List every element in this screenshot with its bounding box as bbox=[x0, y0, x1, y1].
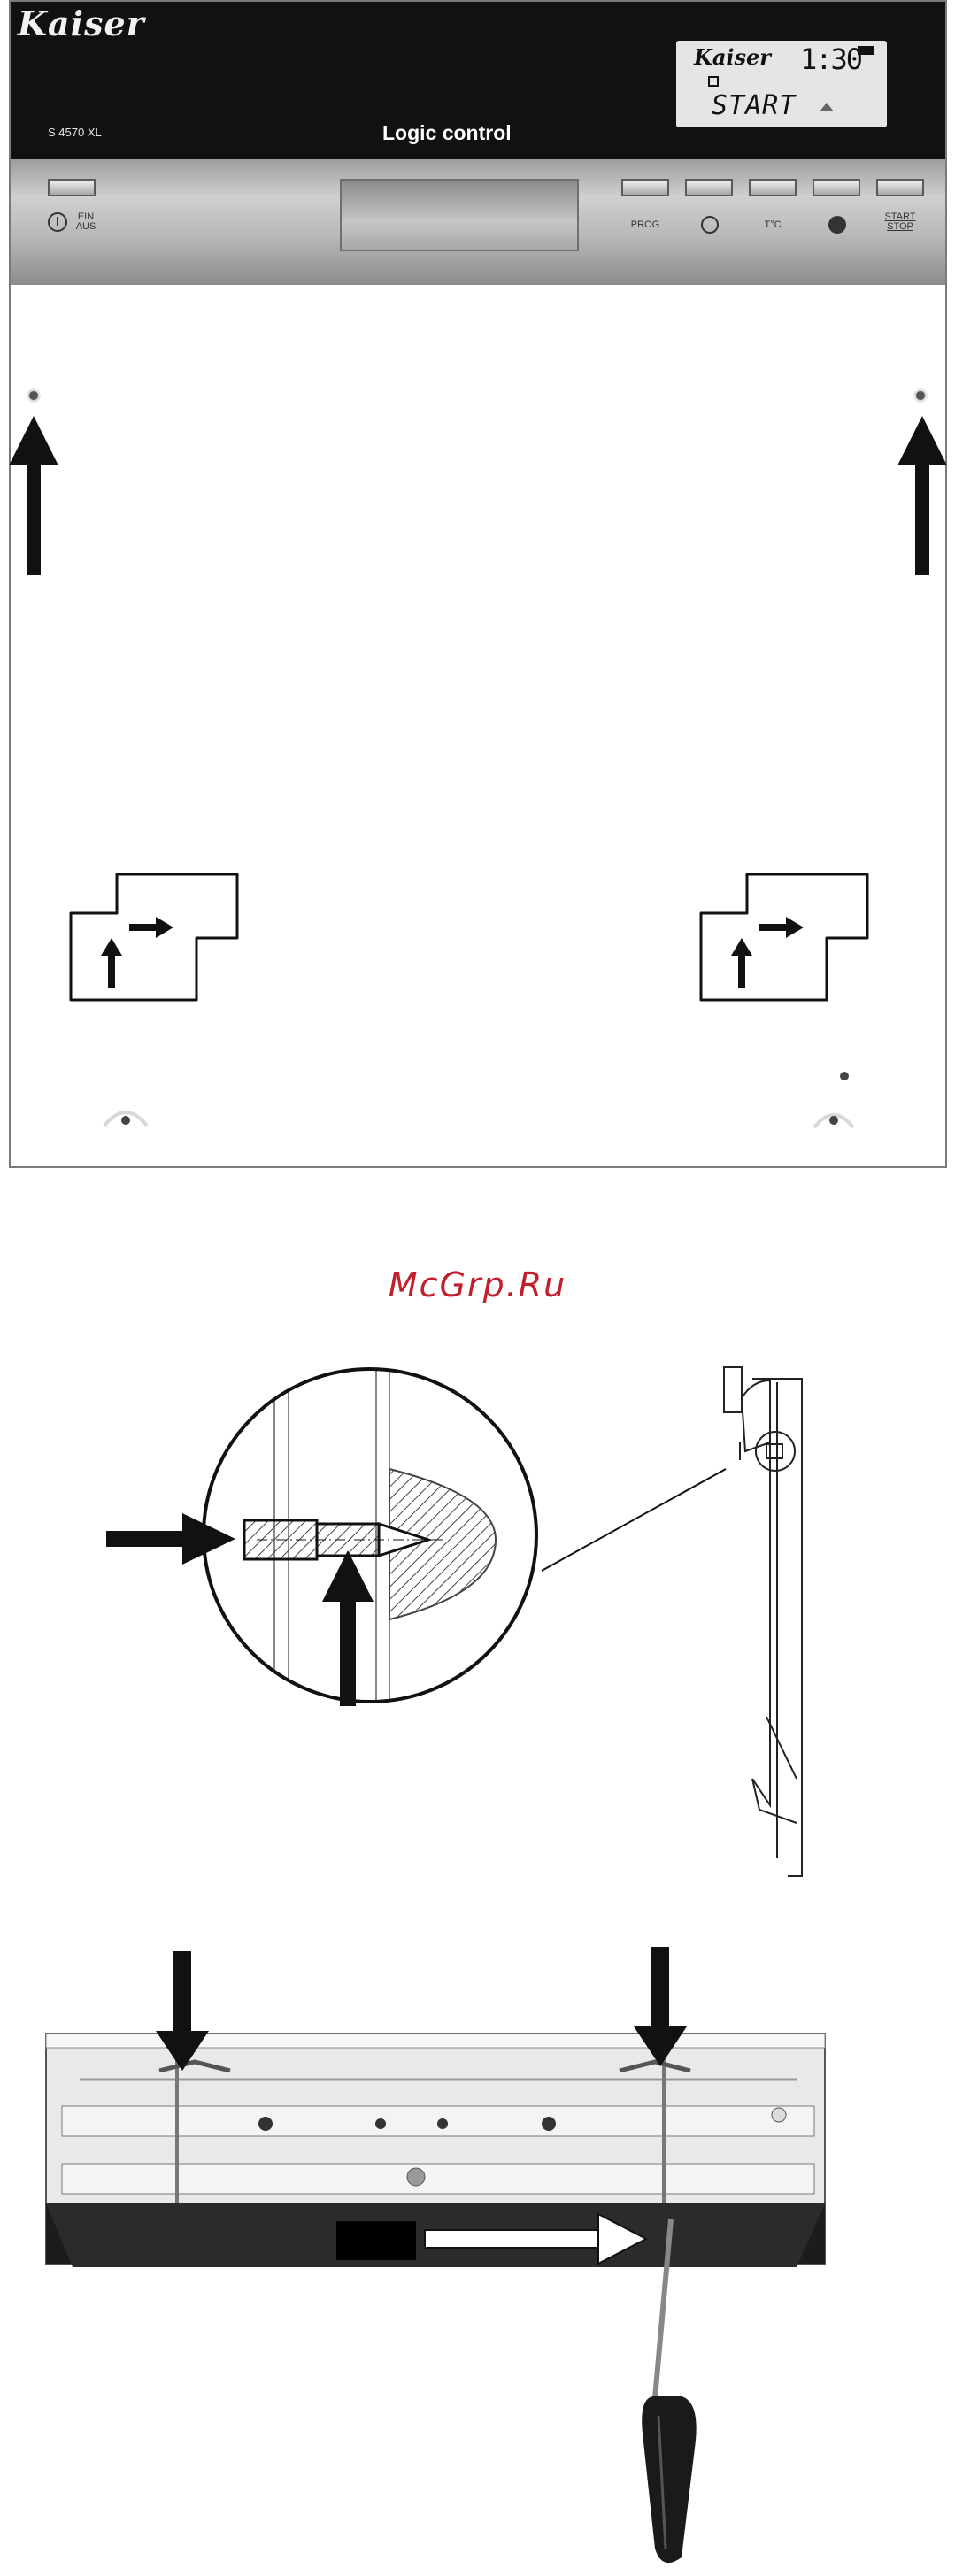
control-bar: Kaiser S 4570 XL Logic control Kaiser 1:… bbox=[11, 2, 945, 159]
bracket-outline-left bbox=[64, 871, 241, 1003]
screwdriver bbox=[642, 2219, 696, 2563]
globe-icon bbox=[828, 216, 846, 234]
door-panel: Kaiser S 4570 XL Logic control Kaiser 1:… bbox=[9, 0, 947, 1168]
detail-figure bbox=[0, 1363, 955, 1894]
timer-button[interactable] bbox=[685, 179, 733, 196]
door-side-profile bbox=[724, 1367, 802, 1876]
display-indicator-icon bbox=[708, 76, 719, 87]
display-status: START bbox=[712, 90, 796, 121]
display-time: 1:30 bbox=[800, 42, 861, 76]
leader-line bbox=[542, 1469, 726, 1571]
screw-top-left-dot bbox=[29, 391, 38, 400]
arrow-up-left-shaft bbox=[27, 464, 41, 575]
triangle-icon bbox=[820, 103, 834, 111]
eco-button[interactable] bbox=[813, 179, 860, 196]
start-stop-button-label: START STOP bbox=[878, 212, 922, 232]
clock-icon bbox=[701, 216, 719, 234]
watermark-text: McGrp.Ru bbox=[0, 1265, 955, 1304]
bracket-outline-right bbox=[694, 871, 871, 1003]
segment-icon bbox=[858, 46, 874, 55]
temperature-button[interactable] bbox=[749, 179, 797, 196]
handle-recess bbox=[340, 179, 579, 251]
power-button[interactable] bbox=[48, 179, 96, 196]
model-label: S 4570 XL bbox=[48, 126, 102, 139]
screw-bottom-right bbox=[798, 1069, 869, 1136]
arrow-up-left-head bbox=[9, 416, 58, 465]
display-brand: Kaiser bbox=[694, 44, 771, 70]
magnified-detail bbox=[195, 1363, 549, 1717]
brand-logo: Kaiser bbox=[18, 4, 145, 43]
prog-button[interactable] bbox=[621, 179, 669, 196]
prog-button-label: PROG bbox=[621, 219, 669, 230]
arrow-up-right-shaft bbox=[915, 464, 929, 575]
screw-bottom-left bbox=[99, 1099, 152, 1134]
underside-figure bbox=[0, 1938, 955, 2576]
power-button-label: EIN AUS bbox=[73, 212, 99, 232]
arrow-up-right-head bbox=[897, 416, 947, 465]
panel-title: Logic control bbox=[382, 121, 512, 145]
lcd-display: Kaiser 1:30 START bbox=[676, 41, 887, 127]
screw-top-right-dot bbox=[916, 391, 925, 400]
temperature-button-label: T°C bbox=[749, 219, 797, 230]
power-icon bbox=[48, 212, 67, 232]
steel-control-strip: EIN AUS PROG T°C START STOP bbox=[11, 159, 945, 285]
start-stop-button[interactable] bbox=[876, 179, 924, 196]
